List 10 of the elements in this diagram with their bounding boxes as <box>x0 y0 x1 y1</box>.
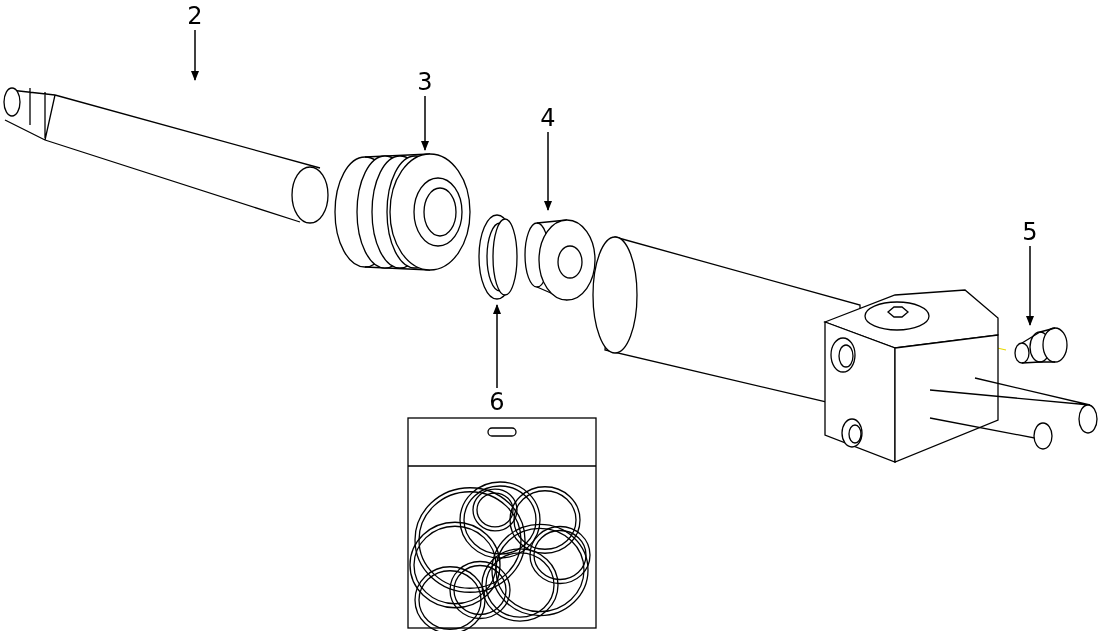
callout-number: 6 <box>485 388 509 416</box>
callout-number: 4 <box>536 104 560 132</box>
leader-line <box>191 29 199 81</box>
callout-number: 5 <box>1018 218 1042 246</box>
leader-line <box>1026 245 1034 326</box>
leader-line <box>421 95 429 151</box>
leader-line <box>544 131 552 211</box>
leader-line <box>493 304 501 389</box>
callout-number: 2 <box>183 2 207 30</box>
callout-number: 3 <box>413 68 437 96</box>
